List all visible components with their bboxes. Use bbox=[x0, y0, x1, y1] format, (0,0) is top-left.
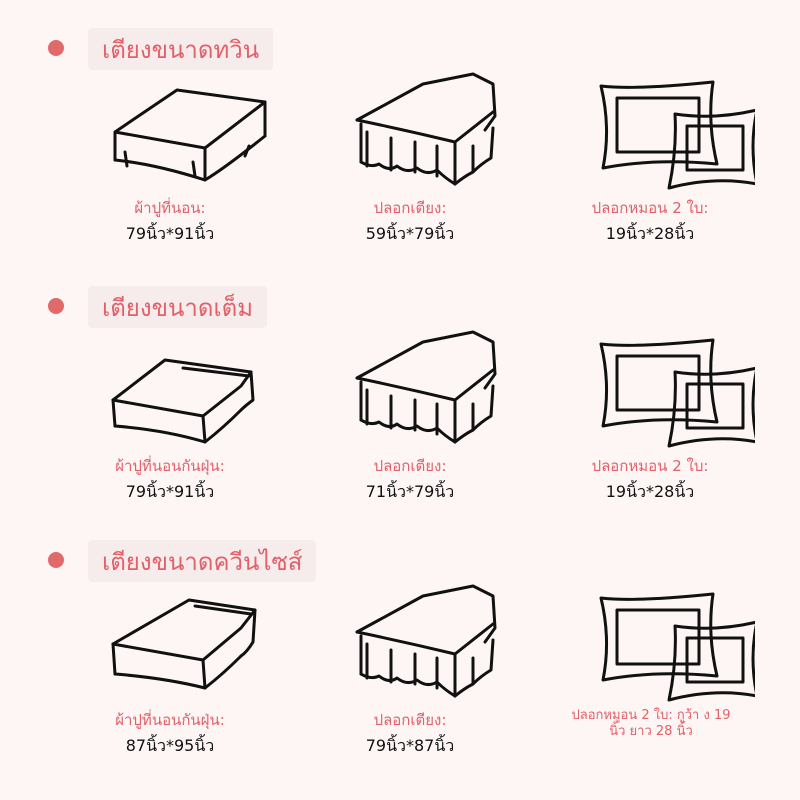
bed-skirt-icon bbox=[355, 72, 497, 186]
item-label: ปลอกเตียง: bbox=[373, 199, 447, 217]
bullet-dot bbox=[48, 40, 64, 56]
section-title-band: เตียงขนาดทวิน bbox=[88, 28, 274, 70]
pillowcase-icon bbox=[599, 592, 755, 702]
fitted-sheet-icon bbox=[111, 358, 255, 444]
item-label: ปลอกหมูอน 2 ใบ: กูว้า ง 19 นิ้ว ยาว 28 น… bbox=[571, 708, 731, 739]
item-size: 71นิ้ว*79นิ้ว bbox=[365, 482, 455, 501]
product-item: ปลอกหมอน 2 ใบ: 19นิ้ว*28นิ้ว bbox=[530, 72, 770, 247]
product-item: ปลอกเตียง: 71นิ้ว*79นิ้ว bbox=[290, 330, 530, 505]
item-size: 79นิ้ว*91นิ้ว bbox=[125, 482, 215, 501]
pillowcase-icon bbox=[599, 80, 755, 190]
item-size: 79นิ้ว*91นิ้ว bbox=[125, 224, 215, 243]
section-title: เตียงขนาดควีนไซส์ bbox=[102, 547, 303, 576]
section-full: เตียงขนาดเต็ม ผ้าปูที่นอนกันฝุ่น: 79นิ้ว… bbox=[0, 258, 800, 523]
product-item: ปลอกเตียง: 59นิ้ว*79นิ้ว bbox=[290, 72, 530, 247]
item-label: ผ้าปูที่นอน: bbox=[134, 199, 206, 217]
bullet-dot bbox=[48, 552, 64, 568]
pillowcase-icon bbox=[599, 338, 755, 448]
section-title: เตียงขนาดเต็ม bbox=[102, 293, 254, 322]
bed-skirt-icon bbox=[355, 330, 497, 444]
product-item: ปลอกหมูอน 2 ใบ: กูว้า ง 19 นิ้ว ยาว 28 น… bbox=[530, 584, 770, 742]
item-label: ปลอกหมอน 2 ใบ: bbox=[591, 199, 709, 217]
bed-skirt-icon bbox=[355, 584, 497, 698]
fitted-sheet-icon bbox=[111, 598, 257, 690]
section-queen: เตียงขนาดควีนไซส์ ผ้าปูที่นอนกันฝุ่น: 87… bbox=[0, 512, 800, 777]
bullet-dot bbox=[48, 298, 64, 314]
item-label: ปลอกหมอน 2 ใบ: bbox=[591, 457, 709, 475]
product-item: ปลอกเตียง: 79นิ้ว*87นิ้ว bbox=[290, 584, 530, 759]
item-size: 19นิ้ว*28นิ้ว bbox=[605, 482, 695, 501]
item-size: 79นิ้ว*87นิ้ว bbox=[365, 736, 455, 755]
section-title-band: เตียงขนาดควีนไซส์ bbox=[88, 540, 317, 582]
item-label: ปลอกเตียง: bbox=[373, 457, 447, 475]
item-size: 19นิ้ว*28นิ้ว bbox=[605, 224, 695, 243]
product-item: ผ้าปูที่นอน: 79นิ้ว*91นิ้ว bbox=[50, 72, 290, 247]
section-title: เตียงขนาดทวิน bbox=[102, 35, 260, 64]
item-size: 87นิ้ว*95นิ้ว bbox=[125, 736, 215, 755]
product-item: ผ้าปูที่นอนกันฝุ่น: 87นิ้ว*95นิ้ว bbox=[50, 584, 290, 759]
fitted-sheet-icon bbox=[113, 88, 267, 182]
product-item: ปลอกหมอน 2 ใบ: 19นิ้ว*28นิ้ว bbox=[530, 330, 770, 505]
product-item: ผ้าปูที่นอนกันฝุ่น: 79นิ้ว*91นิ้ว bbox=[50, 330, 290, 505]
item-label: ผ้าปูที่นอนกันฝุ่น: bbox=[115, 457, 225, 475]
section-twin: เตียงขนาดทวิน ผ้าปูที่นอน: 79นิ้ว*91นิ้ว… bbox=[0, 0, 800, 265]
item-size: 59นิ้ว*79นิ้ว bbox=[365, 224, 455, 243]
item-label: ปลอกเตียง: bbox=[373, 711, 447, 729]
section-title-band: เตียงขนาดเต็ม bbox=[88, 286, 268, 328]
item-label: ผ้าปูที่นอนกันฝุ่น: bbox=[115, 711, 225, 729]
